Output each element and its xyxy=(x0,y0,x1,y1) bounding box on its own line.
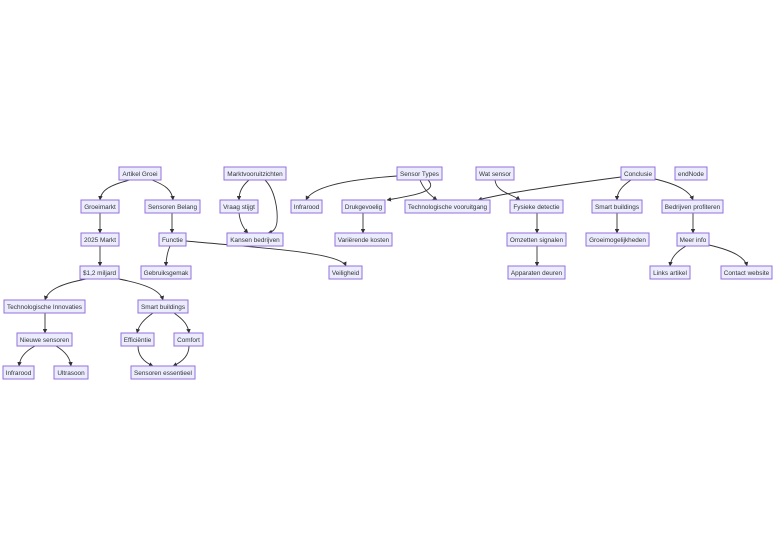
node-label: Functie xyxy=(162,237,183,244)
node-label: Vraag stijgt xyxy=(223,204,255,211)
node-groeimarkt[interactable]: Groeimarkt xyxy=(80,199,120,214)
edge-vraag-stijgt-kansen-bedrijven xyxy=(238,212,249,234)
node-sensoren-belang[interactable]: Sensoren Belang xyxy=(144,199,201,214)
node-end-node[interactable]: endNode xyxy=(674,166,708,181)
node-label: Infrarood xyxy=(6,370,32,377)
node-tech-innovaties[interactable]: Technologische Innovaties xyxy=(3,299,86,314)
edge-conclusie-tech-vooruitgang xyxy=(477,176,622,202)
node-sensoren-essentieel[interactable]: Sensoren essentieel xyxy=(130,365,196,380)
edges xyxy=(17,175,749,367)
node-fysieke-detectie[interactable]: Fysieke detectie xyxy=(509,199,564,214)
edge-meer-info-links-artikel xyxy=(668,245,687,267)
edge-marktvooruitzichten-kansen-bedrijven xyxy=(264,179,278,235)
node-label: Ultrasoon xyxy=(57,370,85,377)
edge-miljard-smart-buildings xyxy=(118,278,164,301)
node-label: Infrarood xyxy=(294,204,320,211)
edge-miljard-tech-innovaties xyxy=(44,278,87,301)
node-groeimogelijkheden[interactable]: Groeimogelijkheden xyxy=(585,232,650,247)
edge-conclusie-bedrijven-profiteren xyxy=(654,178,694,201)
node-sensor-types[interactable]: Sensor Types xyxy=(396,166,443,181)
node-label: Apparaten deuren xyxy=(511,270,563,277)
node-label: Technologische Innovaties xyxy=(7,304,82,311)
node-contact-website[interactable]: Contact website xyxy=(720,265,773,280)
edge-functie-veiligheid xyxy=(185,240,347,267)
node-comfort[interactable]: Comfort xyxy=(173,332,204,347)
node-tech-vooruitgang[interactable]: Technologische vooruitgang xyxy=(404,199,491,214)
node-bedrijven-profiteren[interactable]: Bedrijven profiteren xyxy=(661,199,724,214)
node-nieuwe-sensoren[interactable]: Nieuwe sensoren xyxy=(16,332,73,347)
node-label: Links artikel xyxy=(653,270,687,277)
node-vraag-stijgt[interactable]: Vraag stijgt xyxy=(219,199,259,214)
node-efficientie[interactable]: Efficiëntie xyxy=(120,332,155,347)
node-label: Sensor Types xyxy=(400,171,439,178)
node-infrarood-1[interactable]: Infrarood xyxy=(2,365,35,380)
node-label: Wat sensor xyxy=(479,171,512,178)
node-marktvooruitzichten[interactable]: Marktvooruitzichten xyxy=(223,166,287,181)
edge-meer-info-contact-website xyxy=(708,244,749,267)
node-label: Bedrijven profiteren xyxy=(665,204,721,211)
node-label: Omzetten signalen xyxy=(510,237,564,244)
node-label: Meer info xyxy=(680,237,707,244)
edge-smart-buildings-efficientie xyxy=(135,312,154,334)
node-links-artikel[interactable]: Links artikel xyxy=(649,265,691,280)
node-label: Comfort xyxy=(177,337,200,344)
node-ultrasoon[interactable]: Ultrasoon xyxy=(53,365,89,380)
node-label: Artikel Groei xyxy=(122,171,157,178)
node-label: Technologische vooruitgang xyxy=(408,204,488,211)
edge-sensor-types-drukgevoelig xyxy=(386,179,431,202)
node-meer-info[interactable]: Meer info xyxy=(676,232,710,247)
edge-smart-buildings-comfort xyxy=(173,312,191,334)
node-label: Contact website xyxy=(724,270,770,277)
node-2025-markt[interactable]: 2025 Markt xyxy=(80,232,120,247)
node-artikel-groei[interactable]: Artikel Groei xyxy=(118,166,162,181)
node-label: Sensoren Belang xyxy=(148,204,197,211)
edge-functie-gebruiksgemak xyxy=(163,245,171,267)
node-label: Fysieke detectie xyxy=(513,204,560,211)
node-label: Sensoren essentieel xyxy=(134,370,192,377)
edge-conclusie-smart-buildings xyxy=(614,179,632,201)
edge-sensor-types-tech-vooruitgang xyxy=(419,179,438,201)
node-drukgevoelig[interactable]: Drukgevoelig xyxy=(341,199,386,214)
edge-nieuwe-sensoren-infrarood xyxy=(17,345,36,367)
node-label: Efficiëntie xyxy=(124,337,152,344)
node-miljard[interactable]: $1,2 miljard xyxy=(79,265,120,280)
node-label: Conclusie xyxy=(624,171,653,178)
edge-sensor-types-infrarood xyxy=(305,175,398,201)
edge-artikel-groei-sensoren-belang xyxy=(151,179,175,201)
node-varierende-kosten[interactable]: Variërende kosten xyxy=(334,232,393,247)
node-conclusie[interactable]: Conclusie xyxy=(620,166,656,181)
node-kansen-bedrijven[interactable]: Kansen bedrijven xyxy=(226,232,284,247)
node-label: endNode xyxy=(678,171,704,178)
node-smart-buildings-1[interactable]: Smart buildings xyxy=(137,299,189,314)
node-functie[interactable]: Functie xyxy=(158,232,187,247)
node-label: Kansen bedrijven xyxy=(230,237,280,244)
node-wat-sensor[interactable]: Wat sensor xyxy=(475,166,515,181)
node-label: Veiligheid xyxy=(332,270,360,277)
node-omzetten-signalen[interactable]: Omzetten signalen xyxy=(506,232,567,247)
node-label: Drukgevoelig xyxy=(345,204,383,211)
edge-marktvooruitzichten-vraag-stijgt xyxy=(236,179,250,201)
edge-wat-sensor-fysieke-detectie xyxy=(494,179,521,201)
node-label: Nieuwe sensoren xyxy=(20,337,70,344)
node-label: Variërende kosten xyxy=(338,237,390,244)
node-smart-buildings-2[interactable]: Smart buildings xyxy=(591,199,643,214)
node-label: Smart buildings xyxy=(141,304,185,311)
node-infrarood-2[interactable]: Infrarood xyxy=(290,199,323,214)
node-label: 2025 Markt xyxy=(84,237,116,244)
node-label: Smart buildings xyxy=(595,204,639,211)
node-label: Gebruiksgemak xyxy=(144,270,190,277)
node-gebruiksgemak[interactable]: Gebruiksgemak xyxy=(140,265,192,280)
node-label: Groeimogelijkheden xyxy=(589,237,646,244)
edge-efficientie-sensoren-essentieel xyxy=(137,345,154,367)
edge-artikel-groei-groeimarkt xyxy=(98,179,131,201)
node-veiligheid[interactable]: Veiligheid xyxy=(328,265,363,280)
edge-comfort-sensoren-essentieel xyxy=(172,345,190,367)
node-label: Groeimarkt xyxy=(84,204,116,211)
node-label: Marktvooruitzichten xyxy=(227,171,283,178)
node-apparaten-deuren[interactable]: Apparaten deuren xyxy=(507,265,566,280)
node-label: $1,2 miljard xyxy=(83,270,116,277)
edge-nieuwe-sensoren-ultrasoon xyxy=(55,345,73,367)
